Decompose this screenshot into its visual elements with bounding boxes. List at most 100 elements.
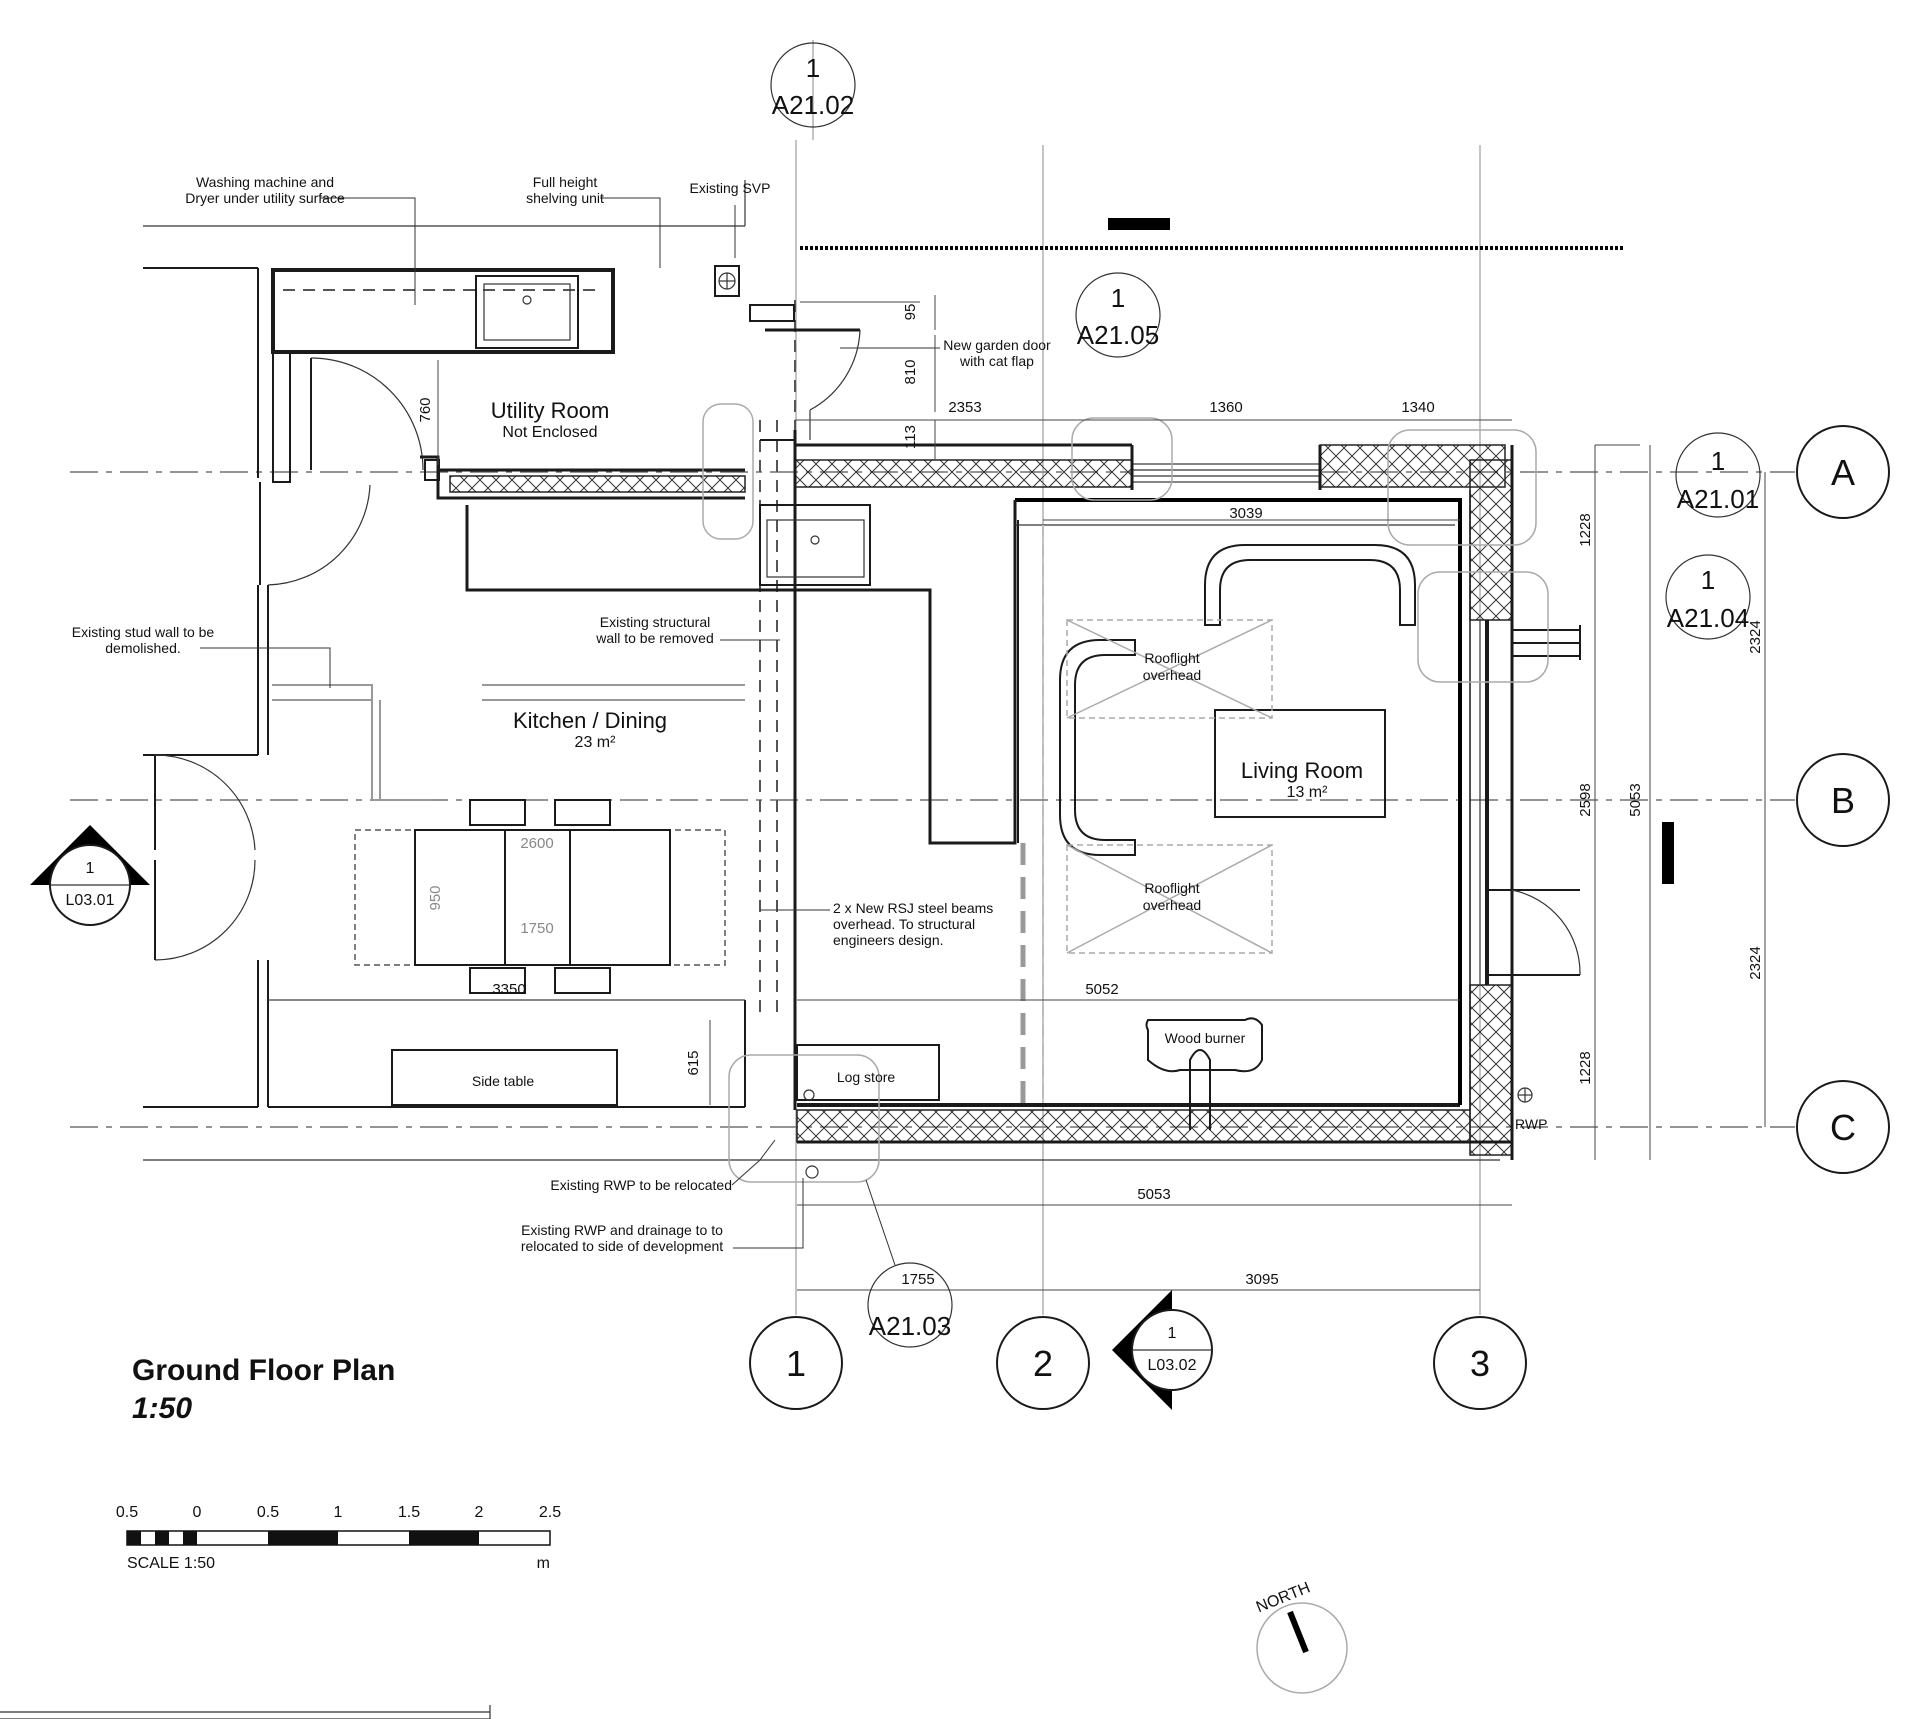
label-log-store: Log store bbox=[837, 1069, 896, 1085]
room-living-area: 13 m² bbox=[1287, 784, 1329, 801]
label-washing-1: Washing machine and bbox=[196, 174, 334, 190]
label-stud-wall-2: demolished. bbox=[105, 640, 181, 656]
label-side-table: Side table bbox=[472, 1073, 534, 1089]
dimension-text: 95 810 760 113 2353 1360 1340 3039 2600 … bbox=[417, 304, 1764, 1288]
svg-text:1: 1 bbox=[786, 1343, 806, 1384]
svg-text:1: 1 bbox=[86, 860, 95, 877]
leader-lines bbox=[200, 197, 940, 1266]
label-rsj-3: engineers design. bbox=[833, 932, 944, 948]
svg-text:810: 810 bbox=[902, 359, 919, 384]
label-rooflight-bottom-1: Rooflight bbox=[1144, 880, 1199, 896]
svg-text:760: 760 bbox=[417, 397, 434, 422]
svg-text:1: 1 bbox=[1711, 446, 1725, 476]
svg-text:A21.01: A21.01 bbox=[1677, 484, 1759, 514]
svg-text:1: 1 bbox=[1111, 283, 1125, 313]
svg-text:B: B bbox=[1831, 780, 1855, 821]
rwp-symbol-2 bbox=[805, 1165, 819, 1179]
elevation-ref-l0302: 1 L03.02 bbox=[1112, 1290, 1213, 1410]
label-stud-wall-1: Existing stud wall to be bbox=[72, 624, 215, 640]
grid-bubble-1: 1 bbox=[749, 1316, 843, 1410]
label-garden-door-1: New garden door bbox=[943, 337, 1051, 353]
svg-text:NORTH: NORTH bbox=[1254, 1579, 1313, 1616]
svg-text:3: 3 bbox=[1470, 1343, 1490, 1384]
drawing-scale: 1:50 bbox=[132, 1392, 192, 1425]
section-callout-outlines bbox=[702, 403, 1549, 1183]
label-rwp-drain-2: relocated to side of development bbox=[521, 1238, 723, 1254]
rwp-symbol bbox=[803, 1089, 815, 1101]
drawing-title: Ground Floor Plan bbox=[132, 1354, 395, 1387]
svg-text:2598: 2598 bbox=[1577, 783, 1594, 816]
grid-bubble-B: B bbox=[1796, 753, 1890, 847]
svg-text:SCALE 1:50: SCALE 1:50 bbox=[127, 1555, 215, 1572]
room-kitchen-name: Kitchen / Dining bbox=[513, 708, 667, 733]
svg-text:0.5: 0.5 bbox=[116, 1504, 138, 1521]
utility-room-plan bbox=[259, 265, 740, 586]
svg-text:0: 0 bbox=[193, 1504, 202, 1521]
svg-text:A21.02: A21.02 bbox=[772, 90, 854, 120]
room-kitchen-area: 23 m² bbox=[575, 734, 617, 751]
svg-text:3350: 3350 bbox=[492, 981, 525, 998]
dimension-lines bbox=[268, 295, 1766, 1291]
existing-building-lines bbox=[143, 180, 1500, 1161]
svg-text:A21.05: A21.05 bbox=[1077, 320, 1159, 350]
label-shelving-2: shelving unit bbox=[526, 190, 604, 206]
svg-text:1340: 1340 bbox=[1401, 399, 1434, 416]
svg-text:2.5: 2.5 bbox=[539, 1504, 561, 1521]
svg-text:A21.04: A21.04 bbox=[1667, 603, 1749, 633]
svg-text:1.5: 1.5 bbox=[398, 1504, 420, 1521]
section-ref-a2105: 1 A21.05 bbox=[1075, 272, 1161, 358]
label-rooflight-top-1: Rooflight bbox=[1144, 650, 1199, 666]
svg-text:2324: 2324 bbox=[1747, 946, 1764, 979]
svg-text:1: 1 bbox=[806, 53, 820, 83]
label-rwp-drain-1: Existing RWP and drainage to to bbox=[521, 1222, 723, 1238]
svg-text:615: 615 bbox=[685, 1050, 702, 1075]
label-shelving-1: Full height bbox=[533, 174, 598, 190]
svg-text:5052: 5052 bbox=[1085, 981, 1118, 998]
svg-text:1228: 1228 bbox=[1577, 1051, 1594, 1084]
svg-text:1750: 1750 bbox=[520, 920, 553, 937]
svg-text:1: 1 bbox=[1168, 1325, 1177, 1342]
section-ref-a2104: 1 A21.04 bbox=[1665, 554, 1751, 640]
svg-text:m: m bbox=[537, 1555, 550, 1572]
label-rsj-1: 2 x New RSJ steel beams bbox=[833, 900, 993, 916]
new-walls bbox=[420, 300, 1514, 1160]
label-washing-2: Dryer under utility surface bbox=[185, 190, 345, 206]
label-rwp-relocated: Existing RWP to be relocated bbox=[550, 1177, 732, 1193]
label-rwp: RWP bbox=[1515, 1116, 1547, 1132]
section-mark-right bbox=[1662, 822, 1674, 884]
svg-text:2600: 2600 bbox=[520, 835, 553, 852]
room-utility-name: Utility Room bbox=[491, 398, 610, 423]
title-frame-edge bbox=[0, 1705, 491, 1719]
svg-text:1: 1 bbox=[1701, 565, 1715, 595]
svg-text:1360: 1360 bbox=[1209, 399, 1242, 416]
svg-text:L03.01: L03.01 bbox=[66, 892, 115, 909]
svg-text:1755: 1755 bbox=[901, 1271, 934, 1288]
grid-bubble-A: A bbox=[1796, 425, 1890, 519]
svg-text:2324: 2324 bbox=[1747, 620, 1764, 653]
label-rooflight-top-2: overhead bbox=[1143, 667, 1201, 683]
svg-text:950: 950 bbox=[427, 885, 444, 910]
svg-text:A21.03: A21.03 bbox=[869, 1311, 951, 1341]
label-rsj-2: overhead. To structural bbox=[833, 916, 975, 932]
svg-text:L03.02: L03.02 bbox=[1148, 1357, 1197, 1374]
label-garden-door-2: with cat flap bbox=[959, 353, 1034, 369]
label-wood-burner: Wood burner bbox=[1165, 1030, 1246, 1046]
section-mark-top bbox=[1108, 218, 1170, 230]
svg-text:5053: 5053 bbox=[1137, 1186, 1170, 1203]
elevation-ref-l0301: 1 L03.01 bbox=[30, 825, 150, 926]
svg-text:1228: 1228 bbox=[1577, 513, 1594, 546]
svg-text:1: 1 bbox=[334, 1504, 343, 1521]
svg-text:113: 113 bbox=[902, 425, 919, 449]
label-rooflight-bottom-2: overhead bbox=[1143, 897, 1201, 913]
svg-text:3095: 3095 bbox=[1245, 1271, 1278, 1288]
living-room-plan bbox=[1059, 544, 1581, 1130]
svg-text:95: 95 bbox=[902, 304, 919, 321]
svg-text:5053: 5053 bbox=[1627, 783, 1644, 816]
north-arrow: NORTH bbox=[1254, 1579, 1348, 1694]
svg-text:0.5: 0.5 bbox=[257, 1504, 279, 1521]
room-living-name: Living Room bbox=[1241, 758, 1363, 783]
section-ref-a2102: 1 A21.02 bbox=[770, 42, 856, 128]
grid-bubble-2: 2 bbox=[996, 1316, 1090, 1410]
grid-bubble-C: C bbox=[1796, 1080, 1890, 1174]
svg-text:2: 2 bbox=[475, 1504, 484, 1521]
